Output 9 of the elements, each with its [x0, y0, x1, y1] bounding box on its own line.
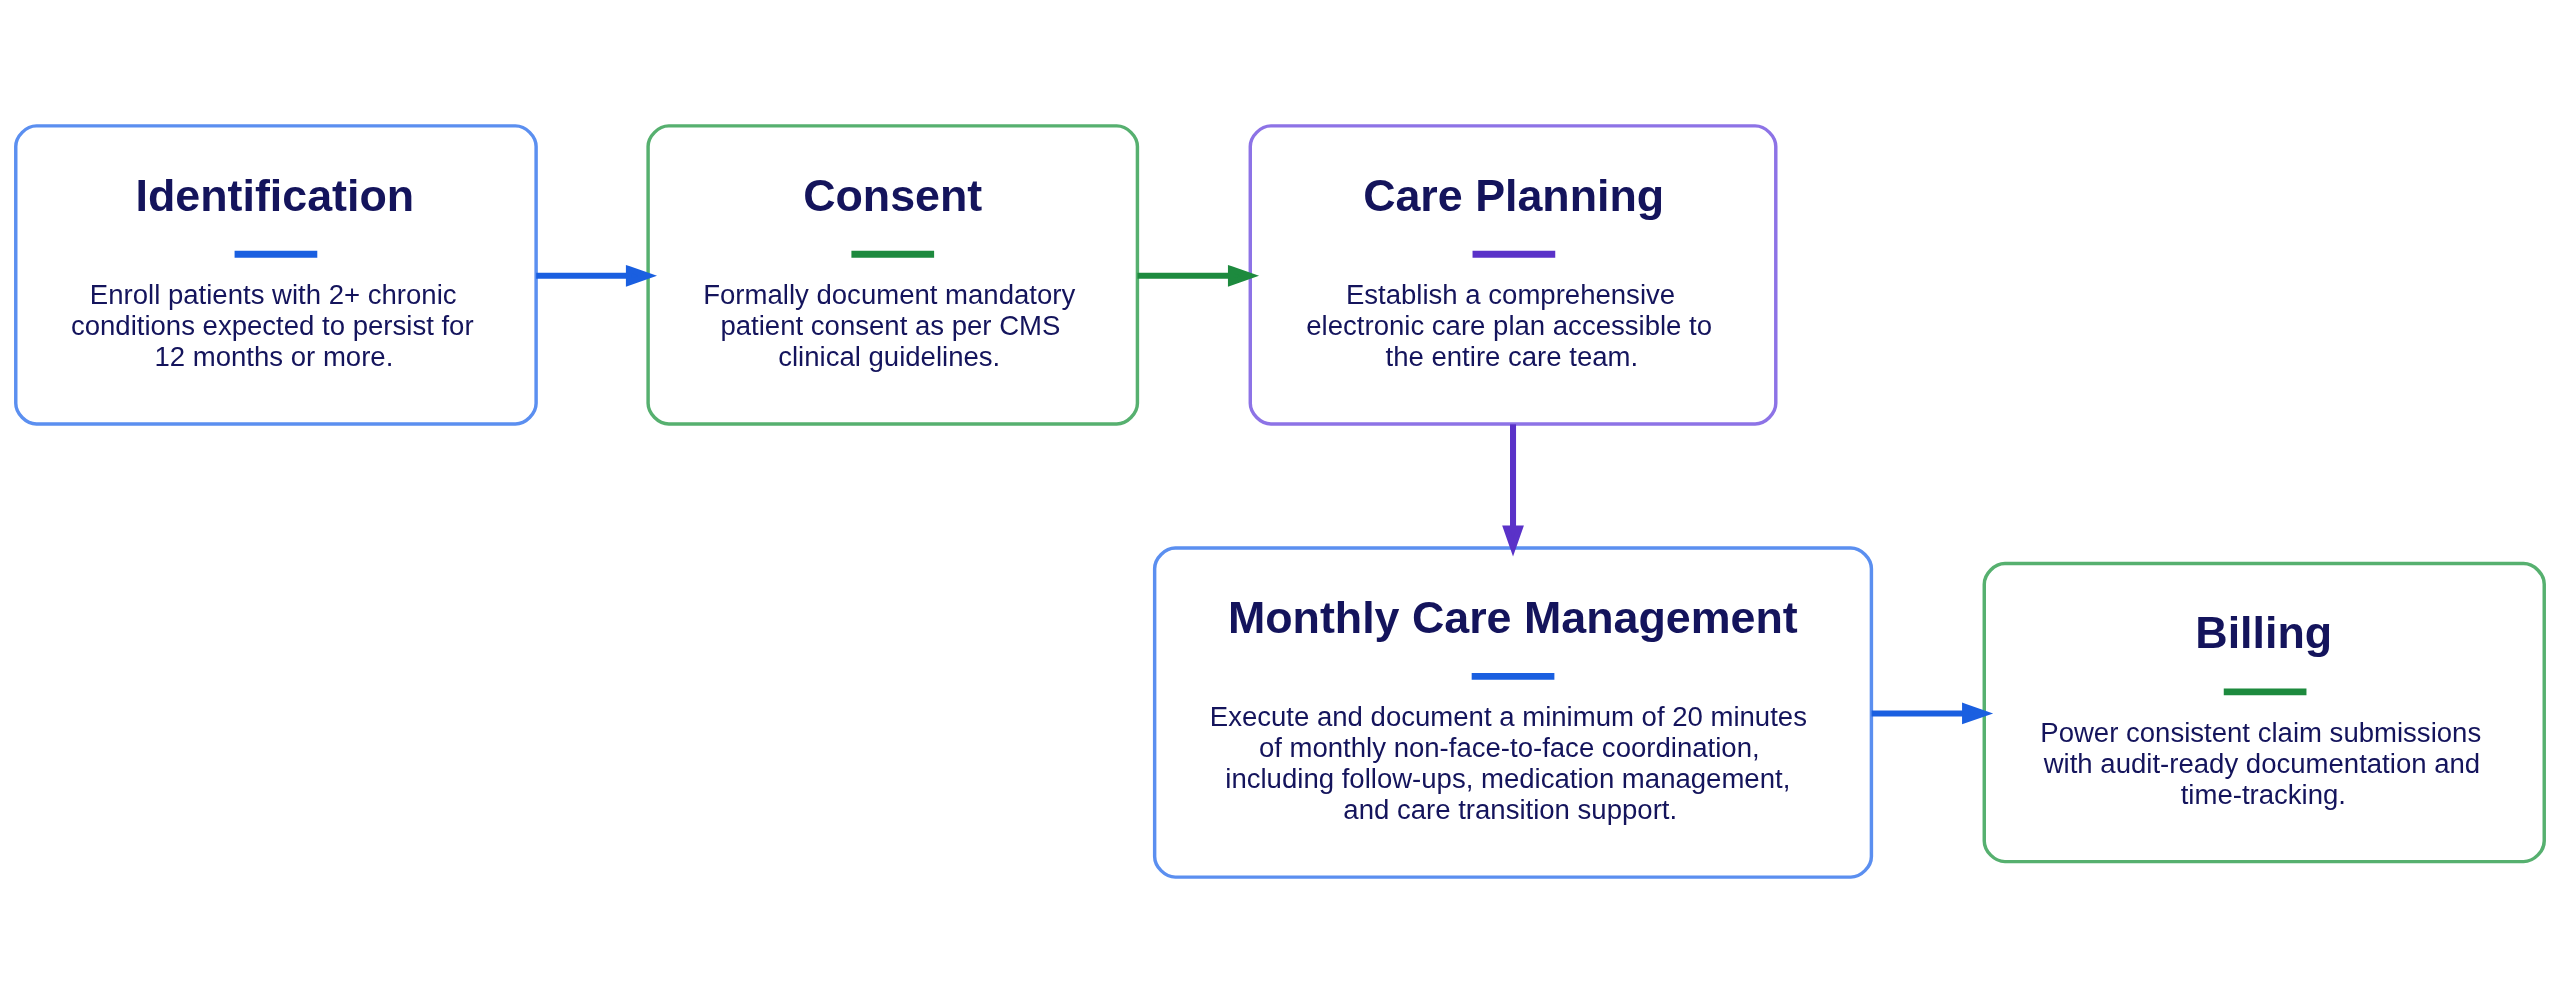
arrow — [1137, 264, 1260, 287]
arrow — [536, 264, 657, 287]
arrow — [1871, 702, 1994, 725]
node-box: Monthly Care Management Execute and document a minimum of 20 minutes of monthly non-face-to-face coordination, including follow-ups, medication management, and care transition support. — [1152, 546, 1874, 879]
node-box: Billing Power consistent claim submissions with audit-ready documentation and time-tracking. — [1982, 561, 2546, 864]
arrow — [1502, 424, 1524, 557]
node-box: Care Planning Establish a comprehensive electronic care plan accessible to the entire care team. — [1248, 124, 1778, 426]
node-box: Identification Enroll patients with 2+ chronic conditions expected to persist for 12 months or more. — [14, 124, 538, 426]
node-box: Consent Formally document mandatory patient consent as per CMS clinical guidelines. — [646, 124, 1140, 426]
